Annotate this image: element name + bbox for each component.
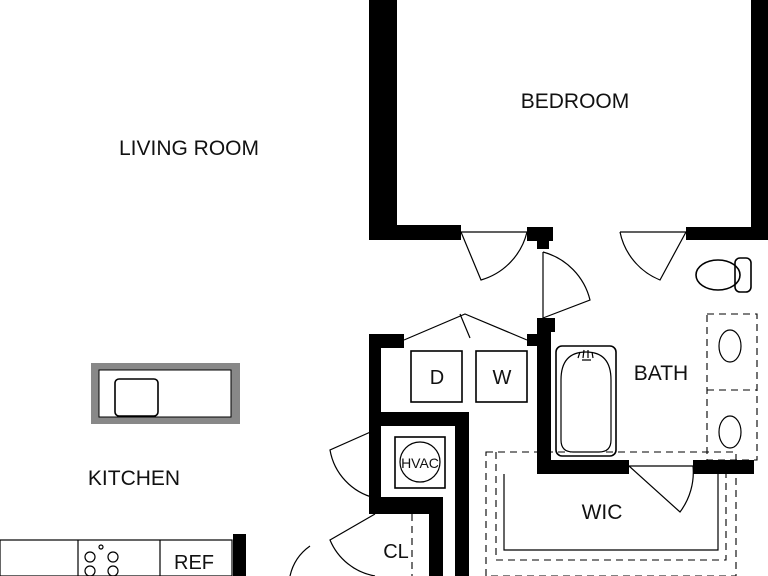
washer-label: W: [493, 367, 512, 389]
refrigerator-label: REF: [174, 552, 214, 574]
doors: [289, 231, 694, 576]
bath-label: BATH: [634, 362, 688, 385]
dryer-label: D: [430, 367, 444, 389]
fixtures: [0, 257, 758, 576]
wic-label: WIC: [582, 501, 623, 524]
bedroom-label: BEDROOM: [521, 90, 630, 113]
appliance-labels: D W HVAC REF: [174, 367, 512, 574]
room-labels: LIVING ROOM BEDROOM KITCHEN BATH WIC CL: [88, 90, 688, 563]
kitchen-label: KITCHEN: [88, 467, 180, 490]
closet-label: CL: [383, 541, 409, 563]
living-room-label: LIVING ROOM: [119, 137, 259, 160]
hvac-label: HVAC: [401, 455, 439, 471]
walls: [233, 0, 768, 576]
